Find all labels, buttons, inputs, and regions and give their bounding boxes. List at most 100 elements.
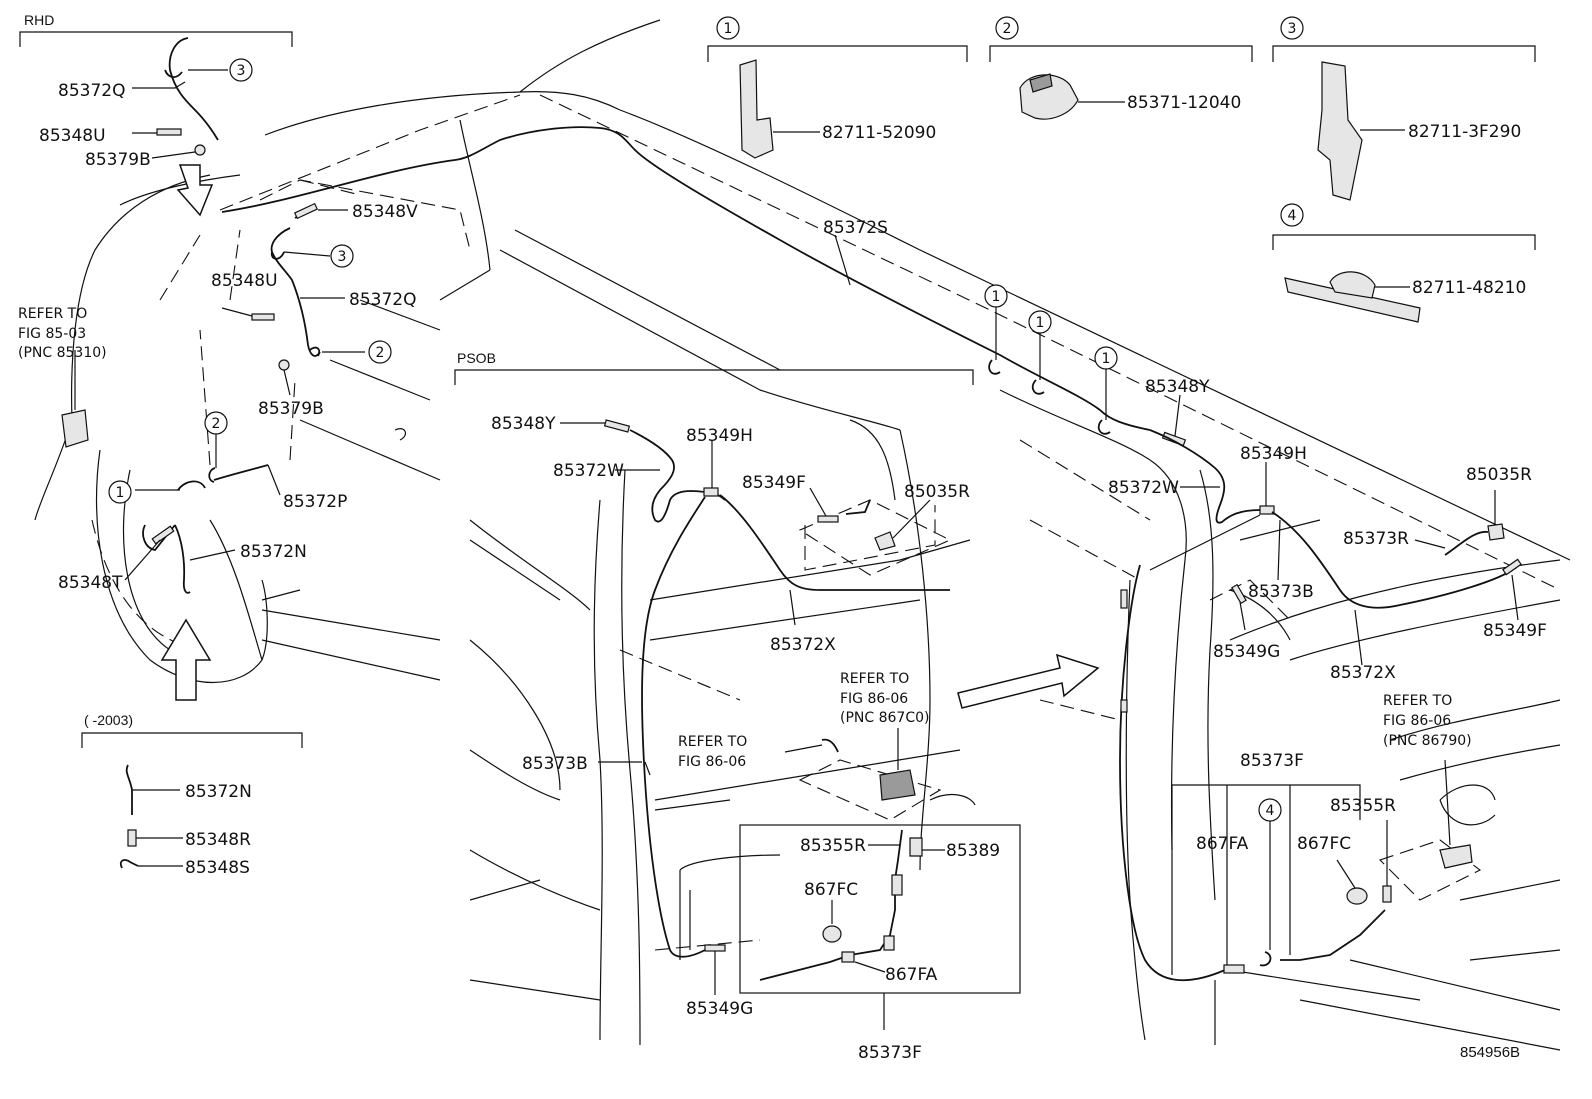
label-85372X: 85372X (770, 635, 836, 655)
label-85373F: 85373F (858, 1043, 922, 1063)
hose-85355R-r (1382, 885, 1392, 903)
part-number-label: 82711-3F290 (1408, 122, 1521, 142)
label-85373F-r: 85373F (1240, 751, 1304, 771)
callout-number: 1 (1036, 315, 1045, 331)
label-85348U: 85348U (39, 126, 106, 146)
nozzle-85035R-r (1487, 523, 1505, 541)
section-rhd-header: RHD (19, 12, 293, 47)
label-85349G-r: 85349G (1213, 642, 1280, 662)
label-867FC-r: 867FC (1297, 834, 1351, 854)
label-85372S: 85372S (823, 218, 888, 238)
label-85349F-r: 85349F (1483, 621, 1547, 641)
callout-number: 2 (212, 416, 221, 432)
label-85372P: 85372P (283, 492, 347, 512)
joint-85349F-r (1502, 558, 1522, 576)
label-85372W: 85372W (553, 461, 624, 481)
rhd-label: RHD (24, 12, 54, 28)
label-85372W-r: 85372W (1108, 478, 1179, 498)
nozzle-85035R (874, 531, 896, 551)
refer-to-label-2: REFER TO (840, 671, 909, 687)
joint-85348U (156, 128, 182, 136)
grommet-867FC-r (1346, 887, 1368, 905)
label-85379B: 85379B (85, 150, 151, 170)
callout-number: 1 (724, 21, 733, 37)
callout-number: 3 (237, 63, 246, 79)
joint-85348V (293, 202, 319, 220)
label-867FA: 867FA (885, 965, 938, 985)
clip-top (1329, 271, 1376, 299)
detail-box-4: 4 82711-48210 (1272, 203, 1536, 323)
roof-hose-85372S (221, 126, 1151, 431)
joint-85349G (704, 944, 726, 952)
part-number-label: 85371-12040 (1127, 93, 1241, 113)
refer-to-label-4: REFER TO (1383, 693, 1452, 709)
label-85348Y-r: 85348Y (1145, 377, 1210, 397)
label-85349H-r: 85349H (1240, 444, 1307, 464)
label-85373B-r: 85373B (1248, 582, 1314, 602)
label-85372N: 85372N (240, 542, 307, 562)
pnc-867c0-label: (PNC 867C0) (840, 710, 929, 726)
grommet-detail (1029, 73, 1053, 93)
rhd-callouts: 3 3 2 2 1 (108, 58, 392, 504)
joint-85349H-r (1259, 505, 1275, 515)
section-psob-header: PSOB (454, 350, 974, 385)
joint-85348U-2 (251, 313, 275, 321)
clamp-85379B-2 (278, 359, 290, 371)
label-85035R-r: 85035R (1466, 465, 1532, 485)
joint-85349F (817, 515, 839, 523)
washer-pump-86790 (1439, 844, 1473, 869)
label-85348T: 85348T (58, 573, 123, 593)
section-year-header: ( -2003) (81, 712, 303, 748)
callout-number: 2 (376, 345, 385, 361)
label-85348S: 85348S (185, 858, 250, 878)
callout-circle-1 (108, 480, 132, 504)
detail-box-2: 2 85371-12040 (989, 16, 1253, 120)
connector-867C0 (879, 769, 916, 801)
hose-segment-2 (883, 935, 895, 951)
callout-circle (995, 16, 1019, 40)
label-85349F: 85349F (742, 473, 806, 493)
hose-segment (891, 874, 903, 896)
psob-label: PSOB (457, 350, 496, 366)
diagram-code: 854956B (1460, 1044, 1520, 1061)
right-hoses: 4 (1119, 394, 1522, 982)
detail-box-3: 3 82711-3F290 (1272, 16, 1536, 201)
part-number-label: 82711-48210 (1412, 278, 1526, 298)
callout-circle (1280, 16, 1304, 40)
clamp-85379B (194, 144, 206, 156)
joint-85349H (703, 487, 719, 497)
label-85355R-r: 85355R (1330, 796, 1396, 816)
label-85035R: 85035R (904, 482, 970, 502)
refer-to-label-3: REFER TO (678, 734, 747, 750)
grommet-867FC (822, 925, 842, 943)
callout-number: 4 (1288, 208, 1297, 224)
clamp-85389 (909, 837, 923, 857)
label-85355R: 85355R (800, 836, 866, 856)
joint-85348Y-r (1161, 431, 1187, 447)
refer-to-label: REFER TO (18, 306, 87, 322)
callout-circle-3 (229, 58, 253, 82)
rhd-hoses (61, 37, 365, 701)
hose-joint-2 (1120, 699, 1128, 713)
label-85372Q-2: 85372Q (349, 290, 416, 310)
clip-82711-48210 (1284, 277, 1421, 323)
callout-number: 1 (1102, 351, 1111, 367)
pnc-86790-label: (PNC 86790) (1383, 733, 1472, 749)
label-867FC: 867FC (804, 880, 858, 900)
fig-86-06-label-3: FIG 86-06 (1383, 713, 1451, 729)
label-85373B: 85373B (522, 754, 588, 774)
washer-pump (61, 409, 89, 448)
label-85348Y: 85348Y (491, 414, 556, 434)
fig-86-06-label: FIG 86-06 (840, 691, 908, 707)
clip-82711-3F290 (1317, 61, 1363, 201)
label-85389: 85389 (946, 841, 1000, 861)
callout-number: 2 (1003, 21, 1012, 37)
label-85349G: 85349G (686, 999, 753, 1019)
fig-86-06-label-2: FIG 86-06 (678, 754, 746, 770)
joint-85349G-r (1231, 583, 1247, 605)
label-867FA-r: 867FA (1196, 834, 1249, 854)
year-range-label: ( -2003) (84, 712, 133, 728)
callout-number: 3 (1288, 21, 1297, 37)
joint-85348Y (603, 419, 631, 433)
